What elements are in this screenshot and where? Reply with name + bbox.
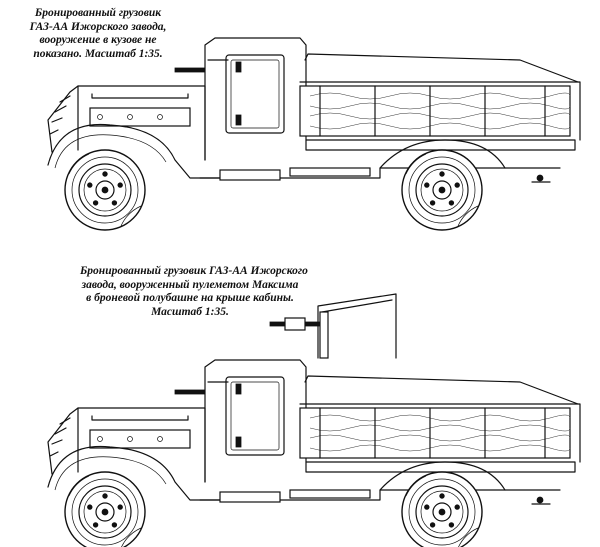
rear-wheel	[401, 149, 483, 231]
front-wheel	[64, 149, 146, 231]
caption-top-line-4: показано. Масштаб 1:35.	[33, 47, 163, 60]
caption-bottom-line-1: Бронированный грузовик ГАЗ-АА Ижорского	[80, 265, 308, 277]
turret	[269, 293, 397, 359]
armored-truck-drawing-top	[47, 37, 581, 231]
front-wheel	[64, 471, 146, 547]
caption-bottom: Бронированный грузовик ГАЗ-АА Ижорского …	[80, 265, 308, 319]
rear-wheel	[401, 471, 483, 547]
caption-bottom-line-3: в броневой полубашне на крыше кабины.	[86, 292, 294, 304]
caption-top-line-1: Бронированный грузовик	[34, 7, 162, 19]
caption-bottom-line-2: завода, вооруженный пулеметом Максима	[81, 278, 299, 291]
armored-truck-drawing-bottom	[47, 293, 581, 547]
caption-top: Бронированный грузовик ГАЗ-АА Ижорского …	[8, 7, 188, 61]
caption-bottom-line-4: Масштаб 1:35.	[151, 305, 229, 318]
caption-top-line-2: ГАЗ-АА Ижорского завода,	[29, 20, 167, 33]
caption-top-line-3: вооружение в кузове не	[39, 34, 157, 46]
